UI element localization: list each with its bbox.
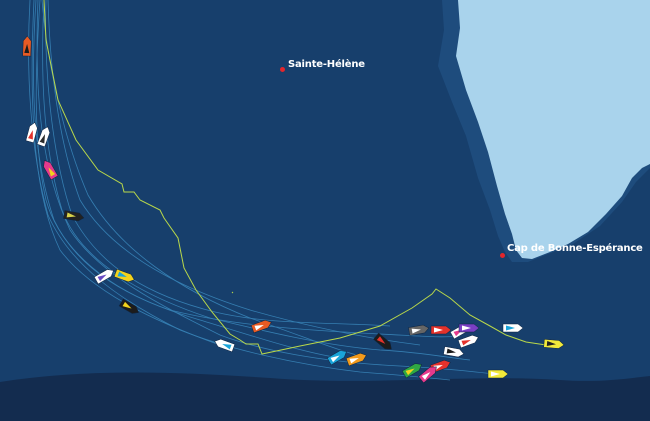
boat-sail — [222, 343, 232, 350]
boat-sail — [546, 340, 556, 346]
boat-sail — [411, 328, 421, 334]
boat-1[interactable] — [22, 35, 32, 57]
boat-sail — [39, 134, 46, 144]
boat-4[interactable] — [41, 158, 59, 181]
place-label-sainte-helene[interactable]: Sainte-Hélène — [288, 59, 365, 70]
boat-25[interactable] — [457, 333, 480, 349]
boat-11[interactable] — [326, 348, 348, 366]
place-marker-sainte-helene — [280, 67, 285, 72]
boat-sail — [376, 336, 386, 344]
boat-sail — [66, 212, 76, 218]
boat-sail — [48, 167, 56, 177]
boat-9[interactable] — [213, 337, 236, 353]
ocean-deep-band — [0, 372, 650, 421]
boat-22[interactable] — [418, 364, 439, 384]
boat-23[interactable] — [443, 346, 465, 358]
boat-6[interactable] — [93, 267, 115, 285]
boat-sail — [434, 327, 443, 333]
boat-sail — [117, 271, 127, 278]
boat-18[interactable] — [502, 323, 524, 333]
boats-layer[interactable] — [22, 35, 565, 384]
boat-5[interactable] — [63, 210, 85, 222]
boat-10[interactable] — [250, 318, 273, 334]
boat-sail — [405, 368, 415, 376]
boat-20[interactable] — [401, 361, 423, 379]
boat-sail — [97, 274, 107, 282]
boat-sail — [24, 44, 30, 54]
boat-sail — [254, 324, 264, 331]
boat-2[interactable] — [25, 121, 39, 144]
boat-sail — [28, 130, 33, 140]
leader-track — [43, 0, 561, 355]
boat-14[interactable] — [408, 324, 430, 336]
africa-land — [456, 0, 650, 259]
boat-sail — [461, 339, 471, 346]
boat-12[interactable] — [345, 351, 368, 367]
boat-sail — [506, 325, 515, 331]
boat-13[interactable] — [373, 332, 394, 352]
boat-19[interactable] — [543, 338, 565, 349]
place-marker-cap-bonne-esperance — [500, 253, 505, 258]
boat-sail — [122, 301, 132, 309]
boat-sail — [491, 371, 500, 377]
place-label-cap-bonne-esperance[interactable]: Cap de Bonne-Espérance — [507, 243, 643, 254]
boat-8[interactable] — [118, 298, 140, 316]
boat-15[interactable] — [430, 325, 452, 335]
boat-sail — [330, 355, 340, 363]
boat-24[interactable] — [487, 369, 509, 379]
boat-sail — [462, 325, 471, 331]
boat-sail — [421, 372, 431, 380]
boat-17[interactable] — [458, 323, 480, 333]
boat-3[interactable] — [36, 125, 51, 148]
boat-7[interactable] — [113, 268, 136, 283]
boat-sail — [349, 357, 359, 364]
place-tick — [231, 291, 234, 294]
boat-sail — [446, 348, 456, 354]
